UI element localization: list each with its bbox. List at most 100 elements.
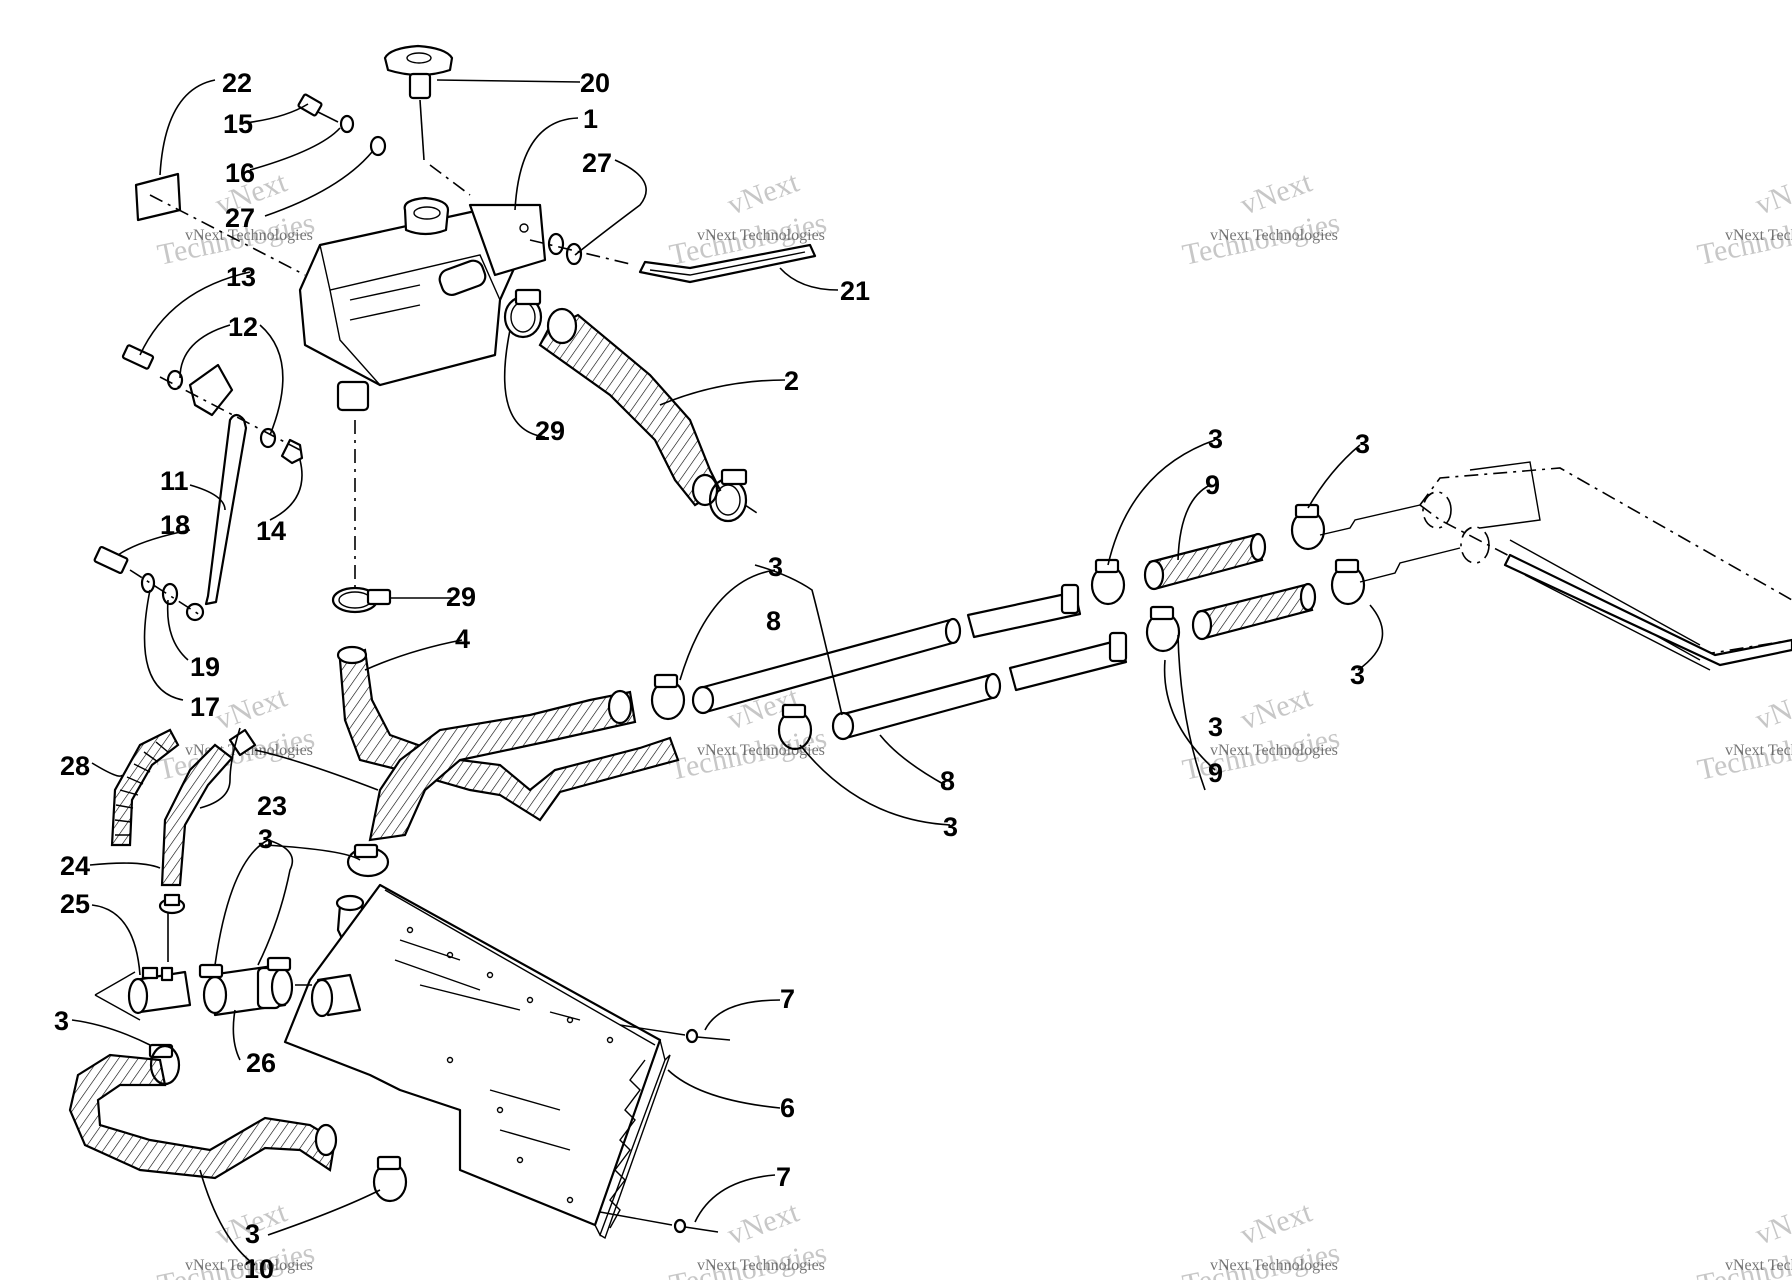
callout-15: 15 [223, 109, 253, 139]
callout-26: 26 [246, 1048, 276, 1078]
callout-3-i: 3 [245, 1219, 260, 1249]
callout-3-e: 3 [1350, 660, 1365, 690]
watermark: vNext Technologies vNext Technologies [1695, 680, 1792, 787]
clamp-3-tube-b [777, 703, 813, 751]
tube-connector-lower [1008, 631, 1128, 692]
svg-text:vNext Technologies: vNext Technologies [697, 742, 825, 759]
callout-9-lower: 9 [1208, 758, 1223, 788]
rivet-upper [619, 1024, 731, 1044]
callout-3-d: 3 [1355, 429, 1370, 459]
callout-4: 4 [455, 624, 470, 654]
svg-text:vNext Technologies: vNext Technologies [1725, 227, 1792, 244]
hose-9-lower [1191, 582, 1317, 641]
clamp-3-tube-f [1330, 558, 1366, 606]
radiator-outlet [310, 973, 362, 1018]
mounting-hardware-top [149, 93, 471, 276]
callout-7-lower: 7 [776, 1162, 791, 1192]
radiator-cap [383, 44, 454, 161]
callout-27-right: 27 [582, 148, 612, 178]
callout-2: 2 [784, 366, 799, 396]
clamp-29-upper [503, 288, 543, 339]
callout-27-left: 27 [225, 203, 255, 233]
callout-6: 6 [780, 1093, 795, 1123]
callout-3-h: 3 [54, 1006, 69, 1036]
svg-text:vNext Technologies: vNext Technologies [185, 1257, 313, 1274]
fitting-23 [158, 728, 257, 915]
leader-lines [71, 79, 1384, 1266]
svg-text:vNext Technologies: vNext Technologies [697, 1257, 825, 1274]
callout-19: 19 [190, 652, 220, 682]
rivet-lower [599, 1211, 719, 1234]
assembly-line [1359, 547, 1461, 583]
hose-2 [538, 307, 722, 507]
callout-3-c: 3 [1208, 424, 1223, 454]
svg-text:vNext Technologies: vNext Technologies [185, 227, 313, 244]
svg-text:vNext: vNext [1751, 680, 1792, 736]
clamp-3-tube-d [1145, 605, 1181, 653]
callout-10: 10 [244, 1254, 274, 1280]
decal [134, 172, 182, 222]
callout-25: 25 [60, 889, 90, 919]
callout-3-g: 3 [258, 824, 273, 854]
callout-13: 13 [226, 262, 256, 292]
callout-21: 21 [840, 276, 870, 306]
watermark: vNext Technologies vNext Technologies [1180, 680, 1343, 787]
callout-23: 23 [257, 791, 287, 821]
clamp-3-hose-10 [372, 1155, 408, 1203]
callout-28: 28 [60, 751, 90, 781]
svg-text:vNext: vNext [1751, 1195, 1792, 1251]
bleeder-valve [94, 910, 192, 1021]
callout-17: 17 [190, 692, 220, 722]
callout-24: 24 [60, 851, 90, 881]
svg-text:vNext: vNext [1751, 165, 1792, 221]
bracket-21 [529, 232, 817, 284]
watermark: vNext Technologies vNext Technologies [155, 1195, 318, 1280]
callout-9-upper: 9 [1205, 470, 1220, 500]
svg-text:vNext Technologies: vNext Technologies [1210, 742, 1338, 759]
mounting-rod [93, 344, 304, 622]
hose-5 [368, 689, 637, 842]
callout-1: 1 [583, 104, 598, 134]
svg-text:vNext Technologies: vNext Technologies [1210, 1257, 1338, 1274]
callout-20: 20 [580, 68, 610, 98]
callout-8-upper: 8 [766, 606, 781, 636]
clamp-3-tube-c [1090, 558, 1126, 606]
clamp-3-tube-e [1290, 503, 1326, 551]
tube-8-upper [691, 617, 962, 715]
watermark: vNext Technologies vNext Technologies [1695, 165, 1792, 272]
radiator-panel [283, 883, 671, 1240]
watermark: vNext Technologies vNext Technologies [1180, 1195, 1343, 1280]
heat-exchanger [1419, 461, 1792, 671]
clamp-3-hose-2 [708, 468, 761, 523]
hose-9-upper [1143, 532, 1267, 591]
watermark: vNext Technologies vNext Technologies [1180, 165, 1343, 272]
callout-labels: 22 15 16 27 20 1 27 21 13 12 14 11 18 19… [54, 68, 1370, 1280]
callout-16: 16 [225, 158, 255, 188]
svg-text:vNext Technologies: vNext Technologies [697, 227, 825, 244]
callout-3-f: 3 [1208, 712, 1223, 742]
watermark: vNext Technologies vNext Technologies [155, 680, 318, 787]
tube-connector-upper [966, 583, 1082, 639]
tee-fitting [198, 956, 312, 1017]
svg-text:vNext Technologies: vNext Technologies [1210, 227, 1338, 244]
callout-22: 22 [222, 68, 252, 98]
callout-3-b: 3 [943, 812, 958, 842]
hose-10 [68, 1043, 338, 1180]
coolant-reservoir [298, 196, 547, 412]
callout-8-lower: 8 [940, 766, 955, 796]
callout-12: 12 [228, 312, 258, 342]
callout-14: 14 [256, 516, 286, 546]
callout-18: 18 [160, 510, 190, 540]
assembly-line [1319, 504, 1421, 536]
callout-7-upper: 7 [780, 984, 795, 1014]
callout-11: 11 [160, 466, 189, 496]
hose-28-corrugated [110, 728, 180, 847]
callout-3-a: 3 [768, 552, 783, 582]
clamp-3-tube-a [650, 673, 686, 721]
tube-8-lower [831, 672, 1002, 741]
watermark: vNext Technologies vNext Technologies [1695, 1195, 1792, 1280]
callout-29-upper: 29 [535, 416, 565, 446]
svg-text:vNext Technologies: vNext Technologies [1725, 1257, 1792, 1274]
callout-29-lower: 29 [446, 582, 476, 612]
